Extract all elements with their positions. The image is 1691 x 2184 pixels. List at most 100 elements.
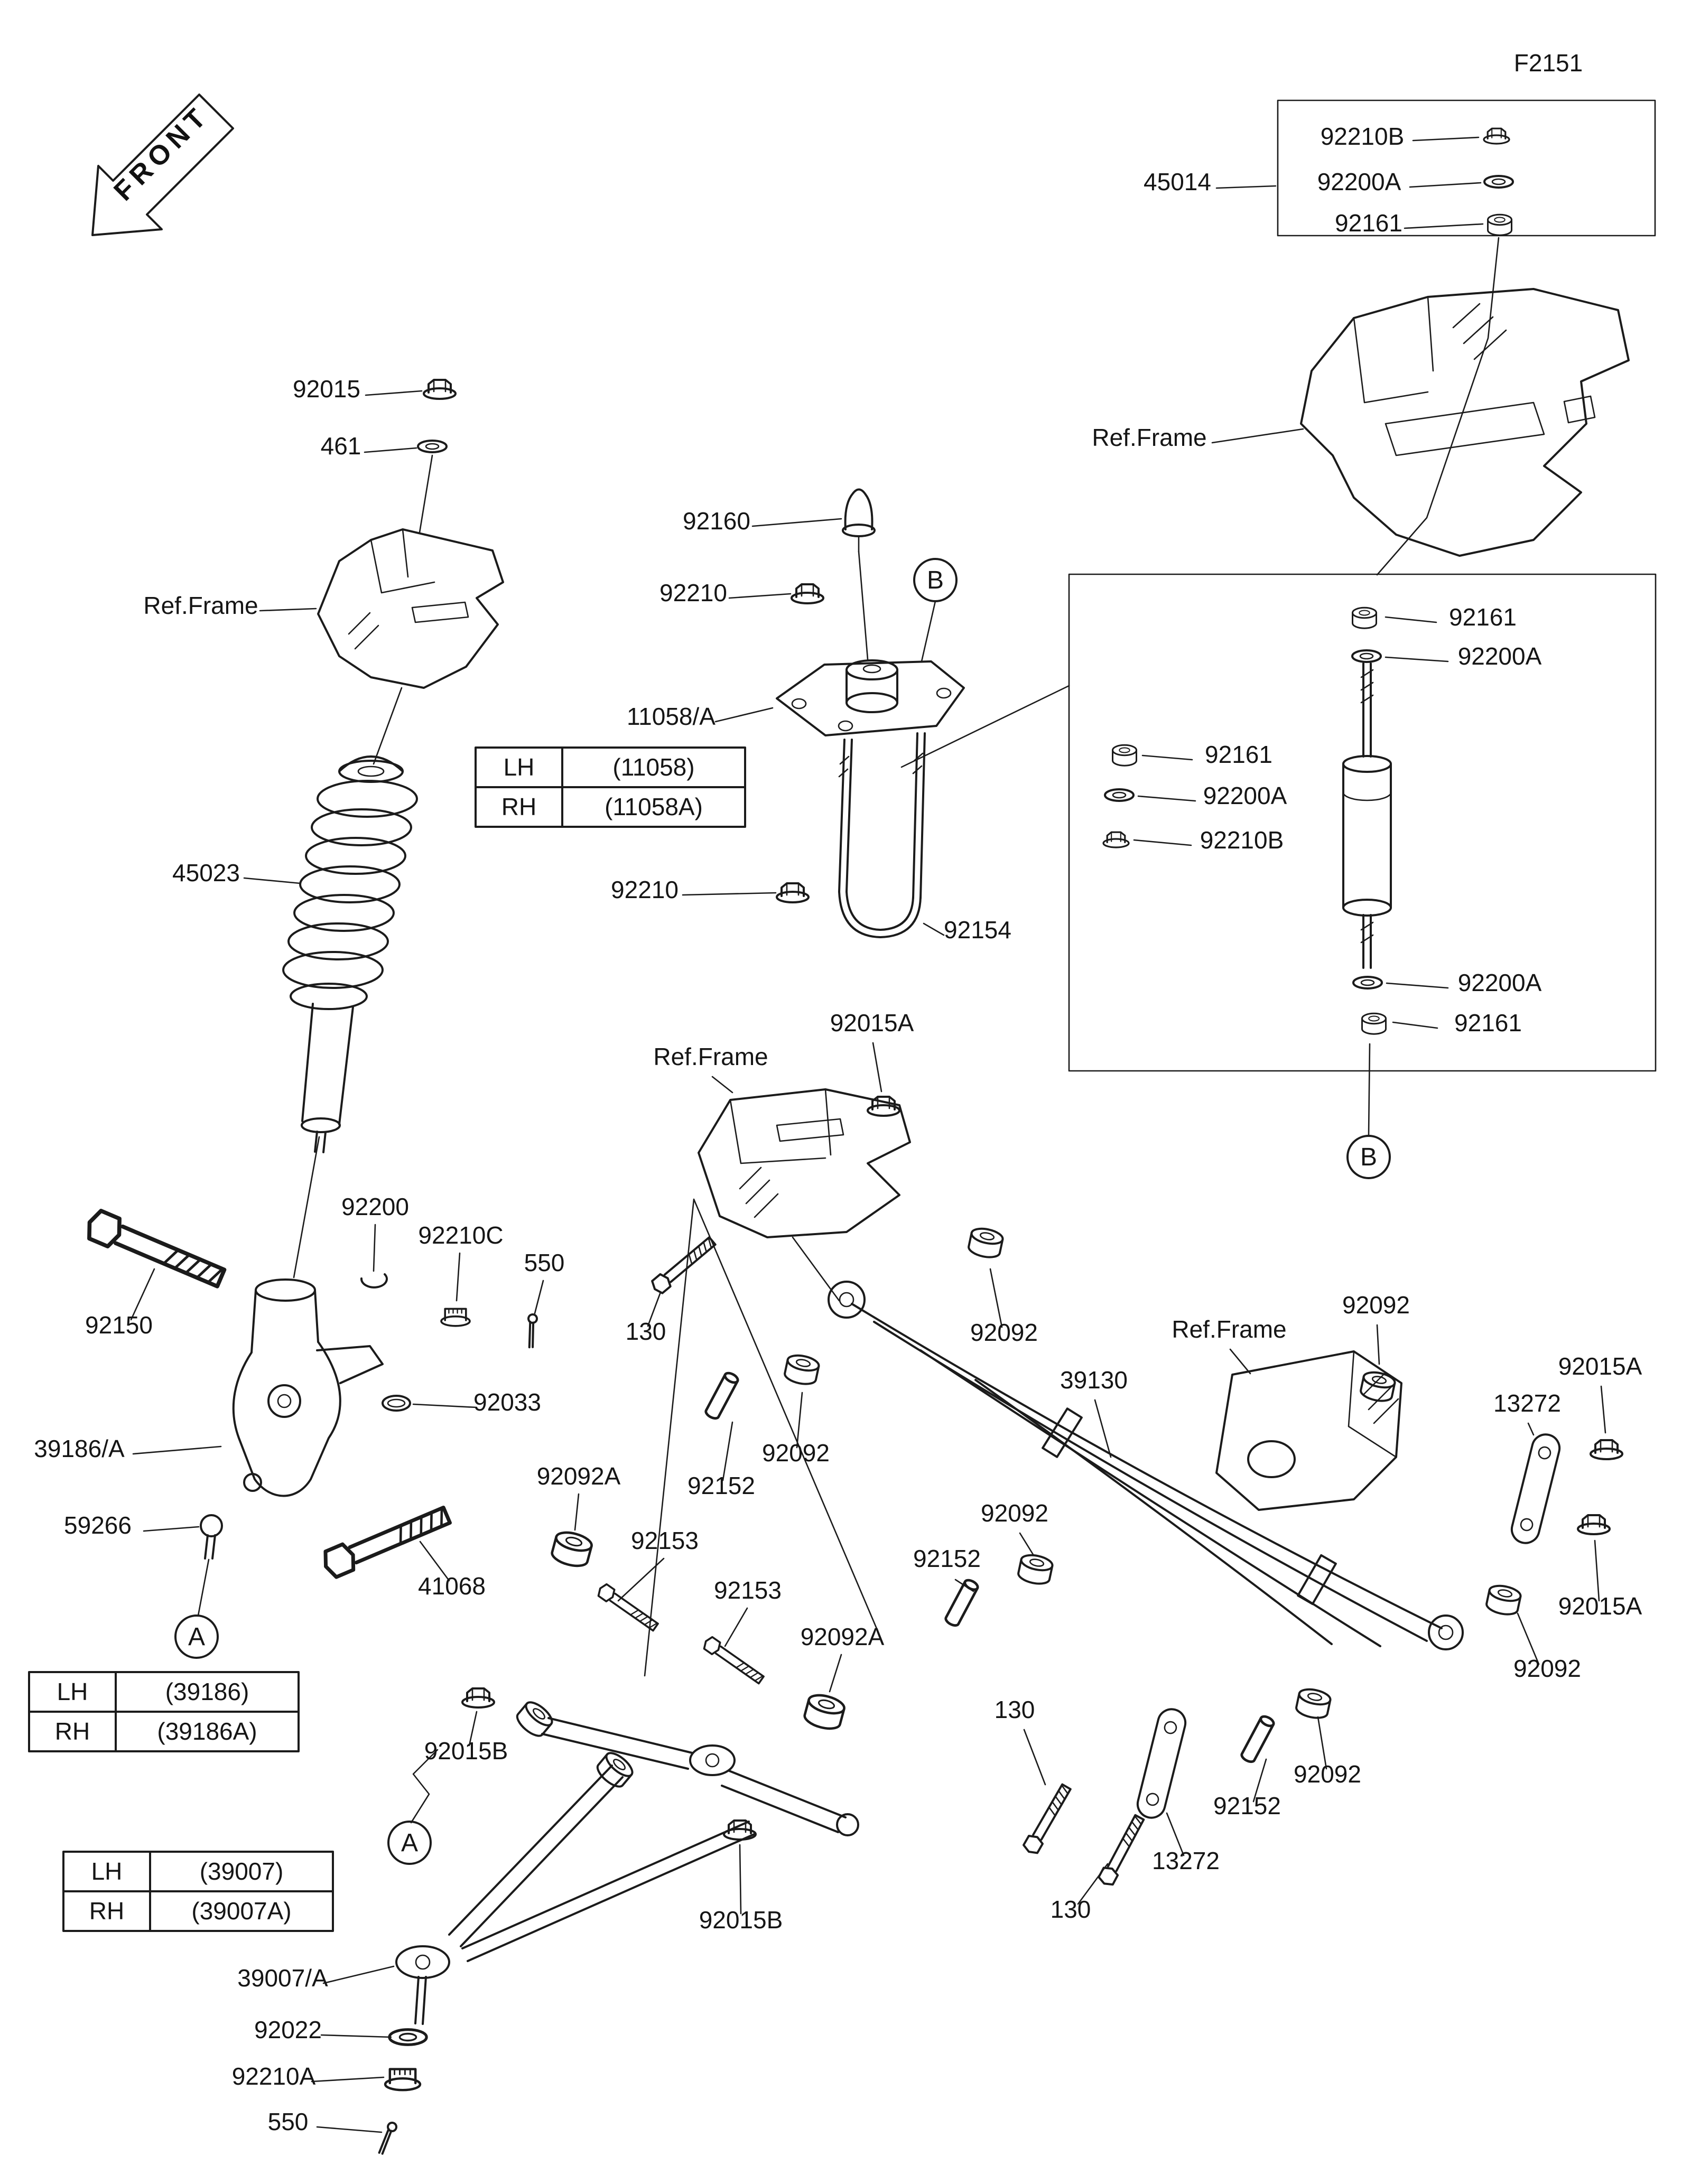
part-label-92015a-2: 92015A <box>1558 1352 1642 1380</box>
lh-rh-table-11058: LH (11058) RH (11058A) <box>475 746 746 828</box>
spacer-92152-2 <box>1240 1714 1275 1763</box>
part-label-92200a-2: 92200A <box>1458 642 1542 670</box>
castle-nut-92210c <box>440 1308 471 1327</box>
part-label-92092-5: 92092 <box>1294 1760 1361 1788</box>
front-arrow-label: FRONT <box>108 99 215 207</box>
part-label-92092a-1: 92092A <box>537 1462 621 1490</box>
nut-92210-lower <box>776 882 810 903</box>
ref-frame-label-4: Ref.Frame <box>1092 424 1206 451</box>
nut-92210b-1 <box>1483 127 1510 145</box>
table-cell: (39186) <box>165 1678 249 1705</box>
part-label-41068: 41068 <box>418 1572 486 1600</box>
part-label-92200a-4: 92200A <box>1458 969 1542 996</box>
part-label-130-1: 130 <box>626 1318 666 1345</box>
part-label-92152-2: 92152 <box>1213 1792 1281 1819</box>
shock-detail-box <box>1068 573 1657 1072</box>
ref-frame-label-3: Ref.Frame <box>1172 1315 1286 1343</box>
part-label-92210a: 92210A <box>232 2062 316 2090</box>
callout-a-1: A <box>188 1623 205 1651</box>
bushing-92092-2 <box>782 1352 822 1388</box>
part-label-13272-1: 13272 <box>1493 1389 1561 1417</box>
part-label-550-1: 550 <box>524 1249 565 1276</box>
bushing-92092-6 <box>1016 1552 1055 1588</box>
o-ring-92033 <box>382 1395 411 1412</box>
part-label-92210-2: 92210 <box>611 876 679 903</box>
bolt-130-rear <box>1097 1814 1146 1887</box>
shaft-41068 <box>320 1502 452 1579</box>
cotter-pin-550-lower <box>371 2120 402 2156</box>
part-label-92092a-2: 92092A <box>801 1623 885 1650</box>
page-code: F2151 <box>1514 49 1583 77</box>
table-cell: (39007) <box>200 1858 284 1885</box>
nut-92015a-right-lower <box>1577 1514 1611 1535</box>
part-label-550-2: 550 <box>268 2108 309 2135</box>
nut-92210-upper <box>791 583 824 604</box>
part-label-92092-1: 92092 <box>970 1319 1038 1346</box>
part-label-92160: 92160 <box>683 507 750 535</box>
bushing-92161-4 <box>1361 1012 1387 1035</box>
bump-stop-92160 <box>842 488 876 660</box>
bolt-92153-2 <box>701 1634 767 1687</box>
table-cell: (39007A) <box>191 1897 291 1925</box>
table-cell: LH <box>91 1858 123 1885</box>
part-label-39130: 39130 <box>1060 1366 1128 1394</box>
part-label-13272-2: 13272 <box>1152 1847 1220 1874</box>
part-label-92210b-1: 92210B <box>1321 123 1405 150</box>
part-label-92152-1: 92152 <box>687 1472 755 1499</box>
part-label-92154: 92154 <box>944 916 1011 944</box>
spacer-92152-1 <box>704 1371 739 1420</box>
part-label-130-3: 130 <box>1051 1896 1091 1923</box>
part-label-92161-1: 92161 <box>1335 209 1402 237</box>
table-cell: LH <box>504 753 535 781</box>
snap-ring-92200 <box>360 1273 388 1289</box>
nut-92015a-right-upper <box>1590 1439 1623 1460</box>
bushing-92092-4 <box>1484 1582 1523 1618</box>
knuckle-39186 <box>232 1278 384 1497</box>
part-label-92200a-1: 92200A <box>1317 168 1401 195</box>
table-cell: LH <box>57 1678 88 1705</box>
lower-arm-39007 <box>395 1749 755 2025</box>
part-label-11058a: 11058/A <box>627 703 716 730</box>
bushing-92161-3 <box>1112 744 1137 767</box>
part-label-92015a-1: 92015A <box>830 1009 914 1037</box>
ref-frame-label-2: Ref.Frame <box>653 1043 768 1070</box>
table-cell: RH <box>501 793 536 820</box>
castle-nut-92210a <box>385 2069 420 2090</box>
part-label-92152-3: 92152 <box>913 1545 981 1572</box>
bolt-92150 <box>83 1208 227 1292</box>
part-label-92033: 92033 <box>473 1388 541 1416</box>
table-cell: (39186A) <box>157 1718 257 1745</box>
frame-axle-seat <box>1215 1350 1402 1511</box>
frame-bracket-center <box>698 1088 911 1302</box>
bolt-130-front <box>648 1234 719 1296</box>
shock-absorber-45014 <box>1342 662 1392 1136</box>
bolt-130-mid <box>1021 1781 1074 1857</box>
part-label-45014: 45014 <box>1144 168 1211 195</box>
part-label-92092-4: 92092 <box>1513 1655 1581 1682</box>
link-plate-13272-1 <box>1508 1430 1564 1547</box>
bushing-92092-1 <box>966 1225 1006 1261</box>
callout-a-2: A <box>401 1829 418 1857</box>
part-label-92161-2: 92161 <box>1449 603 1517 631</box>
part-label-92150: 92150 <box>85 1311 153 1339</box>
leaf-spring-39130 <box>828 1281 1464 1650</box>
construction-lines <box>644 685 1070 1677</box>
washer-92200a-4 <box>1352 976 1383 990</box>
part-label-92200: 92200 <box>341 1193 409 1220</box>
part-label-92153-2: 92153 <box>714 1576 782 1604</box>
nut-92015 <box>423 379 457 400</box>
part-label-92092-2: 92092 <box>762 1439 830 1467</box>
part-label-92015: 92015 <box>293 375 360 403</box>
part-label-130-2: 130 <box>995 1696 1035 1723</box>
washer-92022 <box>389 2030 426 2045</box>
nut-92210b-2 <box>1102 831 1130 848</box>
table-cell: (11058) <box>612 753 694 781</box>
link-plate-13272-2 <box>1133 1705 1190 1822</box>
washer-92200a-1 <box>1483 175 1514 189</box>
table-cell: (11058A) <box>605 793 703 820</box>
table-cell: RH <box>89 1897 124 1925</box>
bushing-92161-2 <box>1352 606 1377 629</box>
part-label-92210-1: 92210 <box>659 579 727 606</box>
